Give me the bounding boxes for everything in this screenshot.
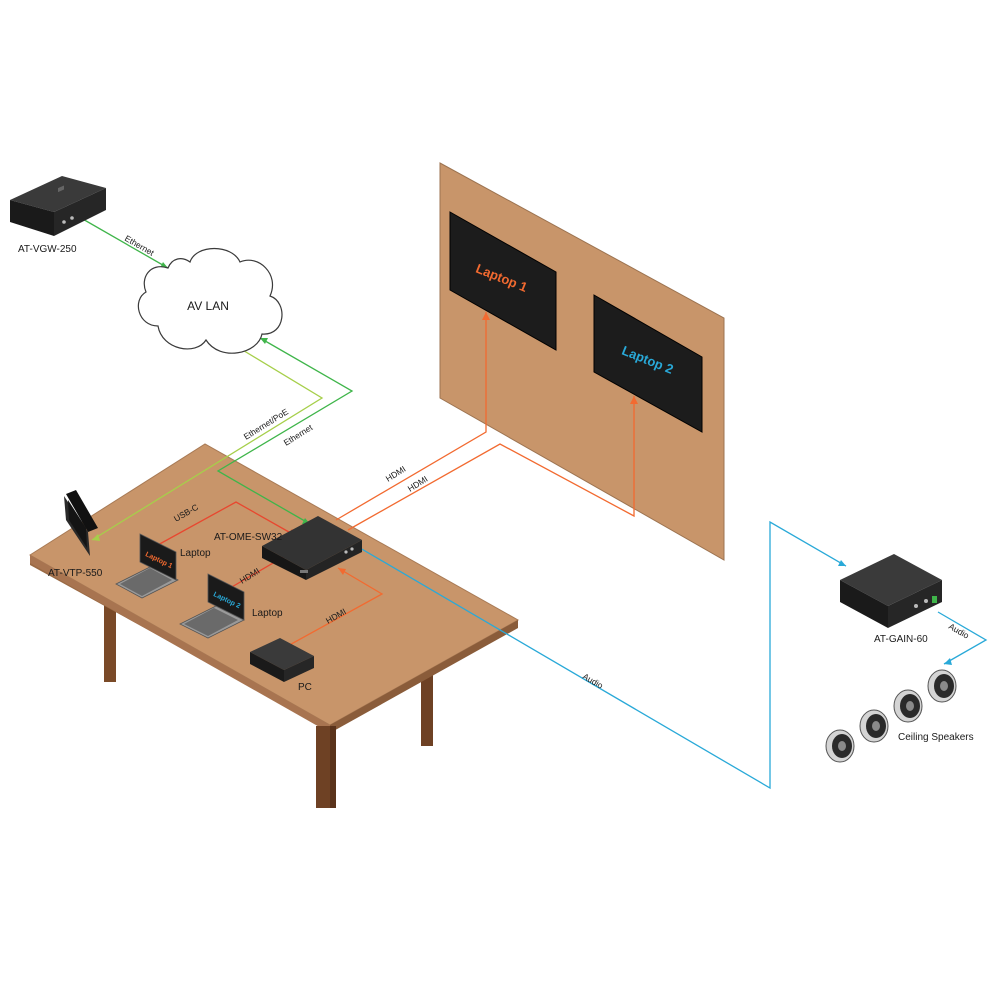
speaker-4 [825, 729, 855, 763]
speakers-label: Ceiling Speakers [898, 732, 974, 743]
vtp-label: AT-VTP-550 [48, 568, 103, 579]
vgw-device [10, 176, 106, 236]
vtp-tablet [64, 490, 98, 556]
cables [73, 213, 988, 790]
cable-vgw-ethernet [73, 213, 169, 269]
ome-sw32-device [262, 516, 362, 580]
cable-usbc [155, 501, 297, 547]
cable-poe [91, 345, 324, 541]
table [29, 443, 520, 733]
display-1 [449, 211, 557, 351]
av-lan-label: AV LAN [187, 299, 229, 313]
display-2 [593, 294, 703, 433]
cable-hdmi-pc [283, 567, 384, 649]
vgw-label: AT-VGW-250 [18, 244, 77, 255]
laptop-1: Laptop 1 [115, 533, 179, 599]
label-audio-speakers: Audio [947, 621, 971, 641]
av-lan-cloud: AV LAN [137, 248, 283, 354]
cable-hdmi-display-2 [347, 396, 635, 531]
laptop-2-label: Laptop [252, 608, 283, 619]
display-wall: Laptop 1 Laptop 2 [439, 162, 725, 561]
label-audio-main: Audio [581, 671, 605, 691]
cable-audio-main [359, 520, 847, 790]
label-ethernet-poe: Ethernet/PoE [242, 406, 290, 441]
speaker-2 [893, 689, 923, 723]
ceiling-speakers [825, 669, 957, 763]
cable-hdmi-display-1 [335, 312, 487, 521]
laptop-1-label: Laptop [180, 548, 211, 559]
cable-switch-ethernet [216, 337, 354, 525]
table-legs-front [316, 726, 336, 808]
cable-audio-speakers [937, 611, 988, 665]
ome-sw32-label: AT-OME-SW32 [214, 532, 283, 543]
pc-device [250, 638, 314, 682]
speaker-1 [927, 669, 957, 703]
laptop-2: Laptop 2 [179, 573, 245, 639]
pc-label: PC [298, 682, 312, 693]
speaker-3 [859, 709, 889, 743]
gain-60-device [840, 554, 942, 628]
label-switch-ethernet: Ethernet [282, 422, 315, 448]
gain-60-label: AT-GAIN-60 [874, 634, 928, 645]
